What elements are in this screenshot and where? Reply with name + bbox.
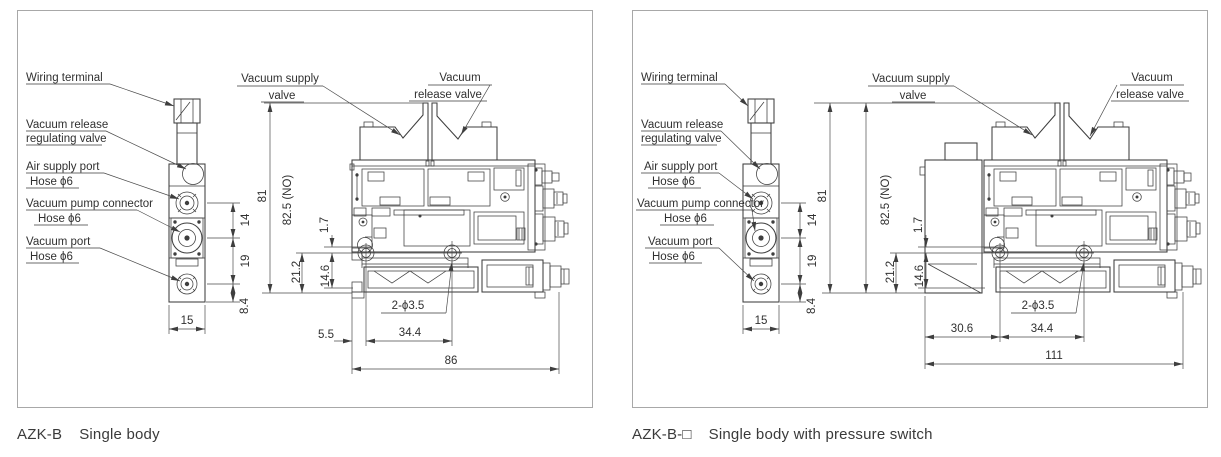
label-air-supply-port: Air supply port — [644, 161, 718, 173]
dim-1-7: 1.7 — [319, 217, 331, 233]
air-supply-port-part — [175, 191, 199, 215]
panel-single-body-pressure-switch: 14 19 8.4 15 — [632, 10, 1208, 408]
dim-port-spacing-bottom: 19 — [240, 255, 252, 268]
side-view — [742, 98, 780, 303]
side-view-dimensions: 14 19 8.4 15 — [168, 202, 252, 334]
body-internals — [351, 163, 546, 253]
label-vacuum-pump-hose: Hose ϕ6 — [38, 213, 81, 225]
dim-bottom-offset: 8.4 — [806, 297, 818, 314]
vacuum-port-part — [176, 273, 198, 295]
callout-labels: Wiring terminal Vacuum release regulatin… — [26, 72, 492, 282]
dim-port-spacing-top: 14 — [807, 213, 819, 226]
label-vacuum-port: Vacuum port — [26, 236, 91, 248]
vacuum-pump-connector-part — [170, 217, 204, 259]
side-view — [168, 98, 206, 303]
body-internals — [983, 163, 1178, 253]
dim-overall-width: 86 — [445, 355, 458, 367]
dim-21-2: 21.2 — [885, 261, 897, 283]
valve-towers — [991, 102, 1130, 160]
model-code: AZK-B — [17, 426, 63, 443]
dim-mount-holes: 2-ϕ3.5 — [1022, 300, 1055, 312]
label-air-supply-hose: Hose ϕ6 — [652, 176, 695, 188]
caption-single-body-pressure-switch: AZK-B-□ Single body with pressure switch — [632, 426, 933, 443]
drawing-single-body-pressure-switch: 14 19 8.4 15 — [636, 72, 1202, 369]
label-vacuum-port-hose: Hose ϕ6 — [652, 251, 695, 263]
label-vacuum-release-1: Vacuum release — [26, 119, 108, 131]
bottom-section — [351, 251, 570, 299]
label-vacuum-supply-2: valve — [900, 90, 927, 102]
dim-14-6: 14.6 — [914, 265, 926, 287]
diffuser-teeth — [373, 270, 447, 284]
label-air-supply-port: Air supply port — [26, 161, 100, 173]
label-vacuum-supply-1: Vacuum supply — [872, 73, 950, 85]
main-view-dimensions: 81 82.5 (NO) 21.2 14.6 1.7 5.5 34.4 86 2… — [257, 102, 560, 374]
dim-body-width: 15 — [181, 315, 194, 327]
dim-1-7: 1.7 — [913, 217, 925, 233]
label-vacuum-release-valve-2: release valve — [414, 89, 482, 101]
label-vacuum-supply-2: valve — [269, 90, 296, 102]
dim-height-no: 82.5 (NO) — [282, 175, 294, 226]
caption-single-body: AZK-B Single body — [17, 426, 160, 443]
vacuum-port-part — [750, 273, 772, 295]
model-code: AZK-B-□ — [632, 426, 692, 443]
panel-single-body: 14 19 8.4 15 — [17, 10, 593, 408]
dim-mount-holes: 2-ϕ3.5 — [392, 300, 425, 312]
pressure-switch-box — [919, 142, 983, 294]
side-view-dimensions: 14 19 8.4 15 — [742, 202, 819, 334]
air-supply-port-part — [749, 191, 773, 215]
regulating-valve-knob — [756, 163, 778, 185]
dim-height-no: 82.5 (NO) — [880, 175, 892, 226]
diffuser-teeth — [1005, 270, 1079, 284]
wiring-terminal-part — [173, 98, 201, 124]
push-in-fittings — [534, 167, 569, 245]
label-vacuum-release-2: regulating valve — [26, 133, 107, 145]
dim-21-2: 21.2 — [291, 261, 303, 283]
valve-towers — [359, 102, 498, 160]
label-vacuum-pump-connector: Vacuum pump connector — [637, 198, 764, 210]
label-vacuum-pump-hose: Hose ϕ6 — [664, 213, 707, 225]
label-vacuum-port-hose: Hose ϕ6 — [30, 251, 73, 263]
label-wiring-terminal: Wiring terminal — [26, 72, 103, 84]
dim-mount-spacing: 34.4 — [1031, 323, 1054, 335]
dim-overall-width: 111 — [1045, 350, 1062, 362]
label-vacuum-supply-1: Vacuum supply — [241, 73, 319, 85]
dim-port-spacing-top: 14 — [240, 213, 252, 226]
regulating-valve-knob — [182, 163, 204, 185]
main-view-dimensions: 81 82.5 (NO) 21.2 14.6 1.7 30.6 34.4 111… — [814, 102, 1184, 369]
dim-body-width: 15 — [755, 315, 768, 327]
drawing-single-body: 14 19 8.4 15 — [26, 72, 570, 374]
dim-mount-offset: 30.6 — [951, 323, 973, 335]
dim-mount-offset: 5.5 — [318, 329, 334, 341]
dim-14-6: 14.6 — [320, 265, 332, 287]
dim-mount-spacing: 34.4 — [399, 327, 422, 339]
label-vacuum-release-1: Vacuum release — [641, 119, 723, 131]
label-vacuum-pump-connector: Vacuum pump connector — [26, 198, 153, 210]
callout-labels: Wiring terminal Vacuum release regulatin… — [636, 72, 1189, 282]
label-vacuum-release-valve-2: release valve — [1116, 89, 1184, 101]
wiring-terminal-part — [747, 98, 775, 124]
dim-overall-height: 81 — [257, 190, 269, 203]
bottom-section — [993, 257, 1202, 299]
label-vacuum-port: Vacuum port — [648, 236, 713, 248]
push-in-fittings — [1166, 167, 1201, 245]
dim-bottom-offset: 8.4 — [239, 297, 251, 314]
vacuum-pump-connector-part — [744, 217, 778, 259]
main-view — [919, 102, 1202, 299]
main-view — [349, 102, 570, 299]
label-air-supply-hose: Hose ϕ6 — [30, 176, 73, 188]
model-description: Single body — [79, 426, 160, 443]
model-description: Single body with pressure switch — [708, 426, 933, 443]
label-wiring-terminal: Wiring terminal — [641, 72, 718, 84]
label-vacuum-release-valve-1: Vacuum — [439, 72, 480, 84]
dim-overall-height: 81 — [817, 190, 829, 203]
dim-port-spacing-bottom: 19 — [807, 255, 819, 268]
label-vacuum-release-2: regulating valve — [641, 133, 722, 145]
label-vacuum-release-valve-1: Vacuum — [1131, 72, 1172, 84]
